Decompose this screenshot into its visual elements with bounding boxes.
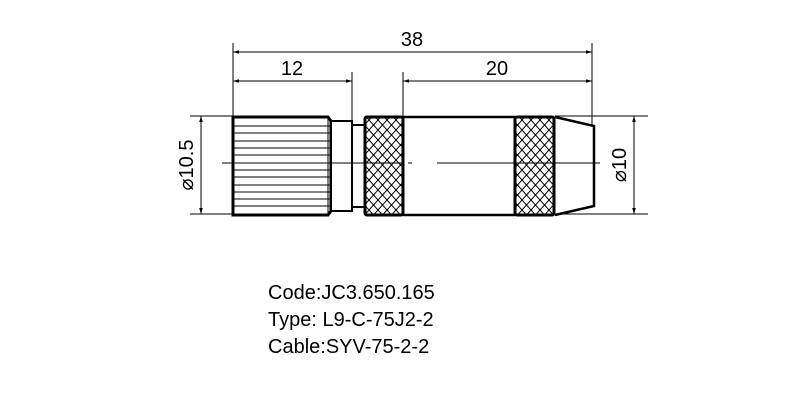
neck — [330, 120, 353, 212]
cable-type: Cable:SYV-75-2-2 — [268, 336, 430, 358]
connector-body — [231, 115, 596, 217]
part-info: Code:JC3.650.165 Type: L9-C-75J2-2 Cable… — [268, 280, 435, 361]
svg-text:12: 12 — [281, 58, 303, 80]
dimension-right-length: 20 — [403, 58, 592, 83]
knurled-nut-left — [363, 115, 405, 217]
dimension-overall-length: 38 — [233, 29, 592, 54]
part-code: Code:JC3.650.165 — [268, 282, 435, 304]
svg-text:⌀10.5: ⌀10.5 — [176, 140, 198, 191]
tapered-end — [554, 115, 596, 217]
dimension-right-diameter: ⌀10 — [609, 116, 636, 214]
part-type: Type: L9-C-75J2-2 — [268, 309, 434, 331]
dimension-left-length: 12 — [233, 58, 352, 83]
svg-text:⌀10: ⌀10 — [609, 148, 631, 182]
neck-inner — [351, 124, 366, 208]
ribbed-sleeve — [231, 115, 333, 217]
svg-text:20: 20 — [486, 58, 508, 80]
svg-text:38: 38 — [401, 29, 423, 51]
dimension-left-diameter: ⌀10.5 — [176, 116, 203, 214]
middle-body — [403, 115, 515, 217]
knurled-nut-right — [513, 115, 556, 217]
